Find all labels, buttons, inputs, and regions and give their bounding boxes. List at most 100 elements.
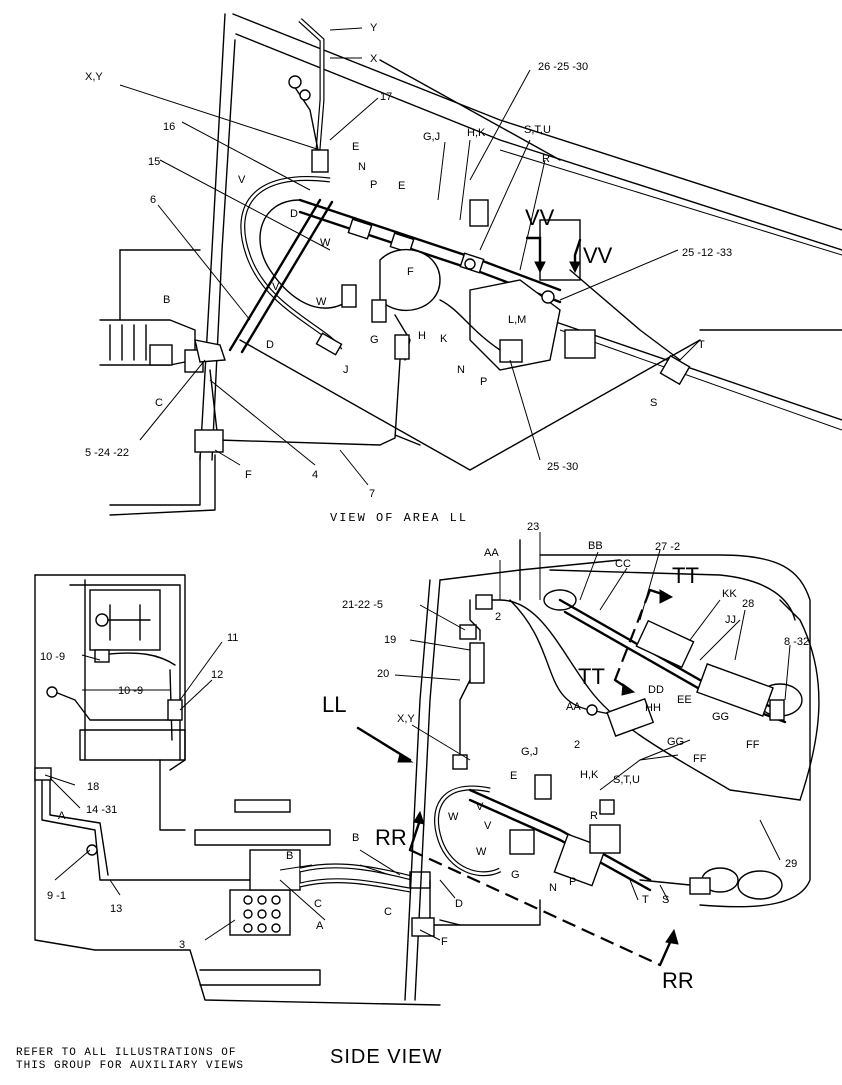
section-rr-line — [408, 810, 679, 967]
label-HK: H,K — [467, 127, 486, 139]
label-4: 4 — [312, 469, 318, 481]
label-G: G — [370, 334, 379, 346]
label-23: 23 — [527, 521, 539, 533]
section-tt-arrows — [613, 588, 674, 696]
label-TT2: TT — [578, 664, 605, 689]
label-2b: 2 — [574, 739, 580, 751]
label-FF1: FF — [746, 739, 760, 751]
label-J: J — [343, 364, 349, 376]
label-G-side: G — [511, 869, 520, 881]
section-vv-arrows — [525, 236, 582, 274]
label-TT1: TT — [672, 563, 699, 588]
label-B1-side: B — [352, 832, 359, 844]
label-D2: D — [266, 339, 274, 351]
label-25-30: 25 -30 — [547, 461, 578, 473]
label-16: 16 — [163, 121, 175, 133]
label-B2-side: B — [286, 850, 293, 862]
label-20: 20 — [377, 668, 389, 680]
label-12: 12 — [211, 669, 223, 681]
label-GJ: G,J — [423, 131, 440, 143]
label-21-22-5: 21-22 -5 — [342, 599, 383, 611]
label-VV1: VV — [525, 205, 555, 230]
label-W1: W — [320, 237, 331, 249]
label-R: R — [542, 153, 550, 165]
label-STU-side: S,T,U — [613, 774, 640, 786]
label-E-side: E — [510, 770, 517, 782]
label-3: 3 — [179, 939, 185, 951]
label-E1: E — [352, 141, 359, 153]
ll-arrow — [356, 726, 414, 763]
reference-note-line1: REFER TO ALL ILLUSTRATIONS OF — [16, 1047, 236, 1059]
label-S-side: S — [662, 894, 669, 906]
label-F-side: F — [441, 936, 448, 948]
top-view-caption: VIEW OF AREA LL — [330, 511, 468, 525]
label-15: 15 — [148, 156, 160, 168]
label-LL: LL — [322, 692, 346, 717]
label-14-31: 14 -31 — [86, 804, 117, 816]
label-AA1: AA — [484, 547, 499, 559]
label-BB: BB — [588, 540, 603, 552]
label-6: 6 — [150, 194, 156, 206]
label-W2: W — [316, 296, 327, 308]
label-XY-side: X,Y — [397, 713, 415, 725]
label-V1-side: V — [476, 801, 484, 813]
label-AA2: AA — [566, 701, 581, 713]
label-W1-side: W — [448, 811, 459, 823]
label-F2: F — [245, 469, 252, 481]
label-P2: P — [480, 376, 487, 388]
label-28: 28 — [742, 598, 754, 610]
label-X: X — [370, 53, 378, 65]
label-C1-side: C — [314, 898, 322, 910]
label-H: H — [418, 330, 426, 342]
label-K: K — [440, 333, 448, 345]
label-GG1: GG — [712, 711, 729, 723]
side-view-title: SIDE VIEW — [330, 1046, 442, 1068]
label-11: 11 — [227, 632, 238, 644]
label-KK: KK — [722, 588, 737, 600]
label-V2-side: V — [484, 820, 492, 832]
label-9-1: 9 -1 — [47, 890, 66, 902]
label-E2: E — [398, 180, 405, 192]
label-HH: HH — [645, 702, 661, 714]
label-T-side: T — [642, 894, 649, 906]
label-XY: X,Y — [85, 71, 103, 83]
label-10-9a: 10 -9 — [40, 651, 65, 663]
label-P-side: P — [569, 876, 576, 888]
top-view-drawing — [99, 13, 842, 516]
label-2a: 2 — [495, 611, 501, 623]
label-CC: CC — [615, 558, 631, 570]
label-DD: DD — [648, 684, 664, 696]
label-W2-side: W — [476, 846, 487, 858]
label-GG2: GG — [667, 736, 684, 748]
label-C: C — [155, 397, 163, 409]
label-F: F — [407, 266, 414, 278]
label-HK-side: H,K — [580, 769, 599, 781]
label-STU: S,T,U — [524, 124, 551, 136]
label-B: B — [163, 294, 170, 306]
label-10-9b: 10 -9 — [118, 685, 143, 697]
label-V2: V — [272, 281, 280, 293]
label-LM: L,M — [508, 314, 526, 326]
label-P1: P — [370, 179, 377, 191]
label-GJ-side: G,J — [521, 746, 538, 758]
label-26-25-30: 26 -25 -30 — [538, 61, 588, 73]
label-7: 7 — [369, 488, 375, 500]
label-D1: D — [290, 208, 298, 220]
label-D-side: D — [455, 898, 463, 910]
reference-note-line2: THIS GROUP FOR AUXILIARY VIEWS — [16, 1060, 244, 1072]
label-N1: N — [358, 161, 366, 173]
label-C2-side: C — [384, 906, 392, 918]
label-A2-side: A — [316, 920, 324, 932]
label-17: 17 — [380, 91, 392, 103]
label-29: 29 — [785, 858, 797, 870]
label-S: S — [650, 397, 657, 409]
label-19: 19 — [384, 634, 396, 646]
label-RR2: RR — [662, 968, 694, 993]
label-Y: Y — [370, 22, 378, 34]
label-T: T — [698, 339, 705, 351]
callout-labels: Y X X,Y 17 26 -25 -30 16 G,J H,K S,T,U E… — [16, 22, 809, 1072]
label-V1: V — [238, 174, 246, 186]
label-N-side: N — [549, 882, 557, 894]
